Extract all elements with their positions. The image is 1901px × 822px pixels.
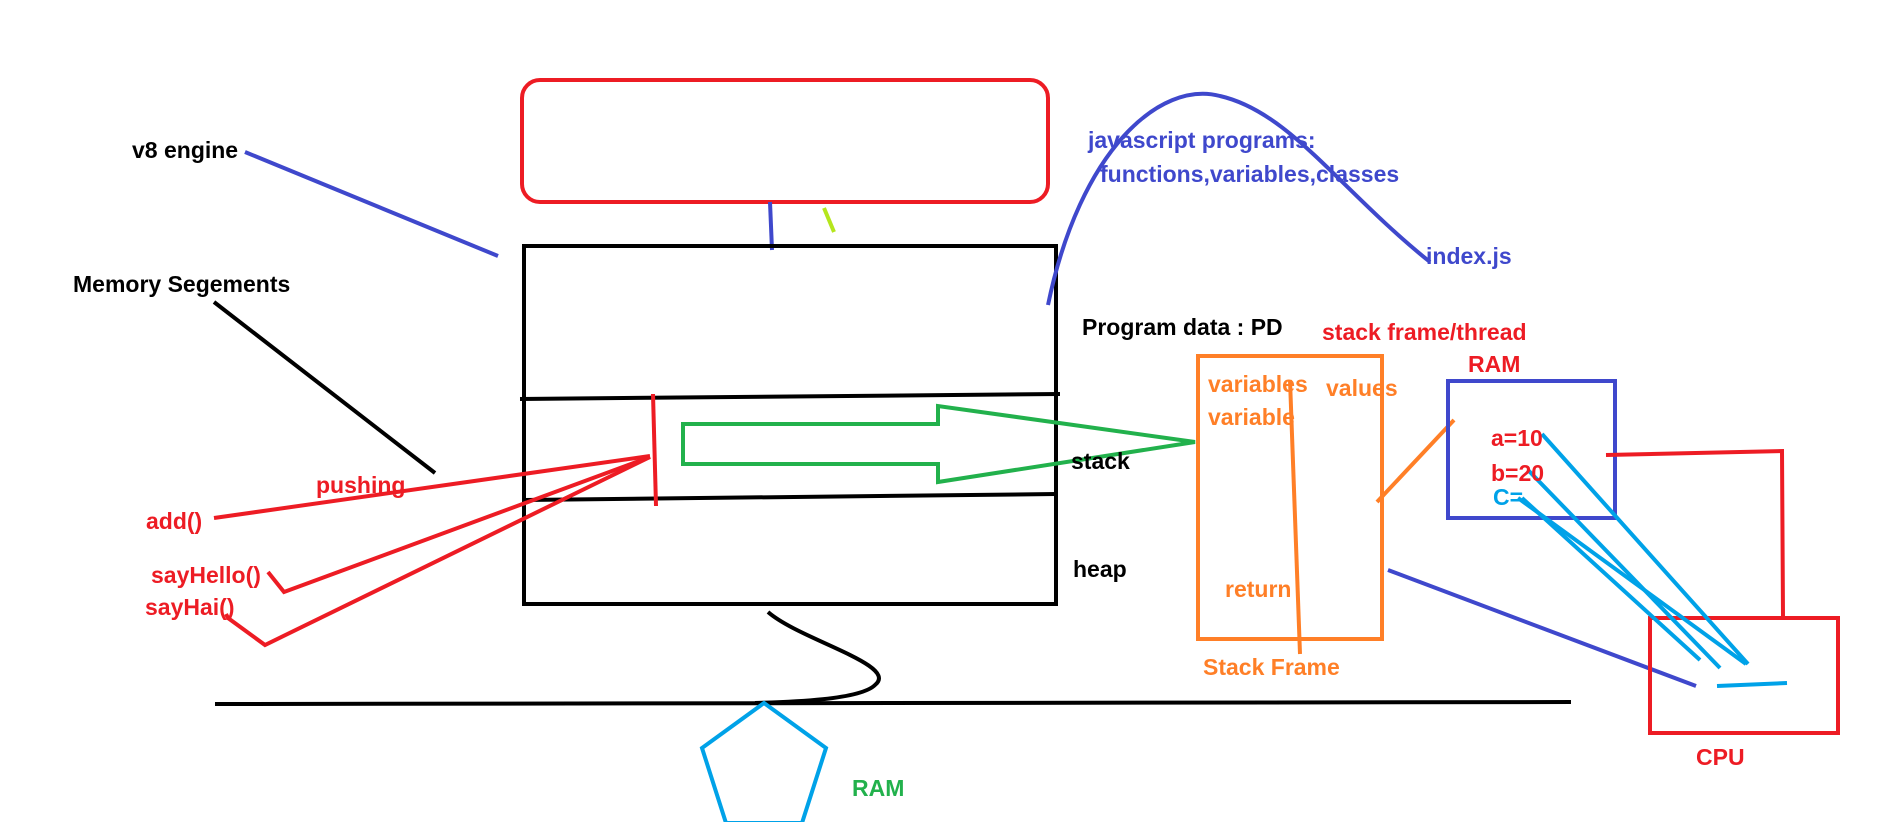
javascript-programs-arc bbox=[1046, 91, 1432, 306]
a-to-cpu-line bbox=[1540, 432, 1750, 666]
monitor-stand bbox=[754, 610, 881, 705]
memory-segments-pointer bbox=[212, 300, 437, 475]
frame-to-ram-connector bbox=[1375, 418, 1456, 504]
top-red-box bbox=[520, 78, 1050, 204]
ram-box bbox=[1446, 379, 1617, 520]
frame-to-cpu-line bbox=[1387, 568, 1697, 688]
add-function-label: add() bbox=[146, 508, 202, 534]
cpu-result-line bbox=[1716, 681, 1788, 688]
a-value-label: a=10 bbox=[1491, 425, 1543, 451]
cpu-label: CPU bbox=[1696, 744, 1745, 770]
top-box-connector-yellow bbox=[822, 207, 836, 233]
sayhello-function-label: sayHello() bbox=[151, 562, 261, 588]
values-label: values bbox=[1326, 375, 1398, 401]
ram-box-label: RAM bbox=[1468, 351, 1520, 377]
v8-engine-pointer bbox=[244, 150, 499, 258]
stack-top-divider bbox=[519, 392, 1061, 401]
javascript-programs-detail: functions,variables,classes bbox=[1100, 161, 1399, 187]
add-push-line bbox=[213, 454, 651, 520]
stack-label: stack bbox=[1071, 448, 1130, 474]
return-label: return bbox=[1225, 576, 1291, 602]
heap-label: heap bbox=[1073, 556, 1127, 582]
stack-frame-divider bbox=[1288, 379, 1302, 655]
ram-pentagon-label: RAM bbox=[852, 775, 904, 801]
cpu-box bbox=[1648, 616, 1840, 735]
memory-box bbox=[522, 244, 1058, 606]
stack-bottom-divider bbox=[523, 492, 1057, 502]
stack-to-frame-arrow bbox=[681, 403, 1196, 485]
variables-label: variables bbox=[1208, 371, 1308, 397]
pentagon-ram-icon bbox=[699, 700, 829, 822]
pushing-label: pushing bbox=[316, 472, 405, 498]
ram-to-cpu-connector bbox=[1605, 448, 1785, 618]
v8-engine-label: v8 engine bbox=[132, 137, 238, 163]
top-box-connector-blue bbox=[768, 201, 774, 251]
b-to-cpu-line bbox=[1516, 496, 1748, 666]
push-marker bbox=[651, 393, 658, 507]
c-value-label: C= bbox=[1493, 484, 1523, 510]
index-js-label: index.js bbox=[1426, 243, 1512, 269]
stack-frame-thread-label: stack frame/thread bbox=[1322, 319, 1527, 345]
sayhai-push-line bbox=[224, 455, 651, 648]
a-to-cpu-line-2 bbox=[1526, 468, 1722, 670]
sayhai-function-label: sayHai() bbox=[145, 594, 234, 620]
sayhello-push-line bbox=[266, 455, 651, 595]
program-data-label: Program data : PD bbox=[1082, 314, 1283, 340]
javascript-programs-label: javascript programs: bbox=[1087, 127, 1316, 153]
stack-frame-label: Stack Frame bbox=[1203, 654, 1340, 680]
base-line bbox=[214, 700, 1572, 706]
memory-segments-label: Memory Segements bbox=[73, 271, 290, 297]
b-value-label: b=20 bbox=[1491, 460, 1544, 486]
c-to-cpu-line bbox=[1520, 496, 1702, 662]
variable-label: variable bbox=[1208, 404, 1295, 430]
